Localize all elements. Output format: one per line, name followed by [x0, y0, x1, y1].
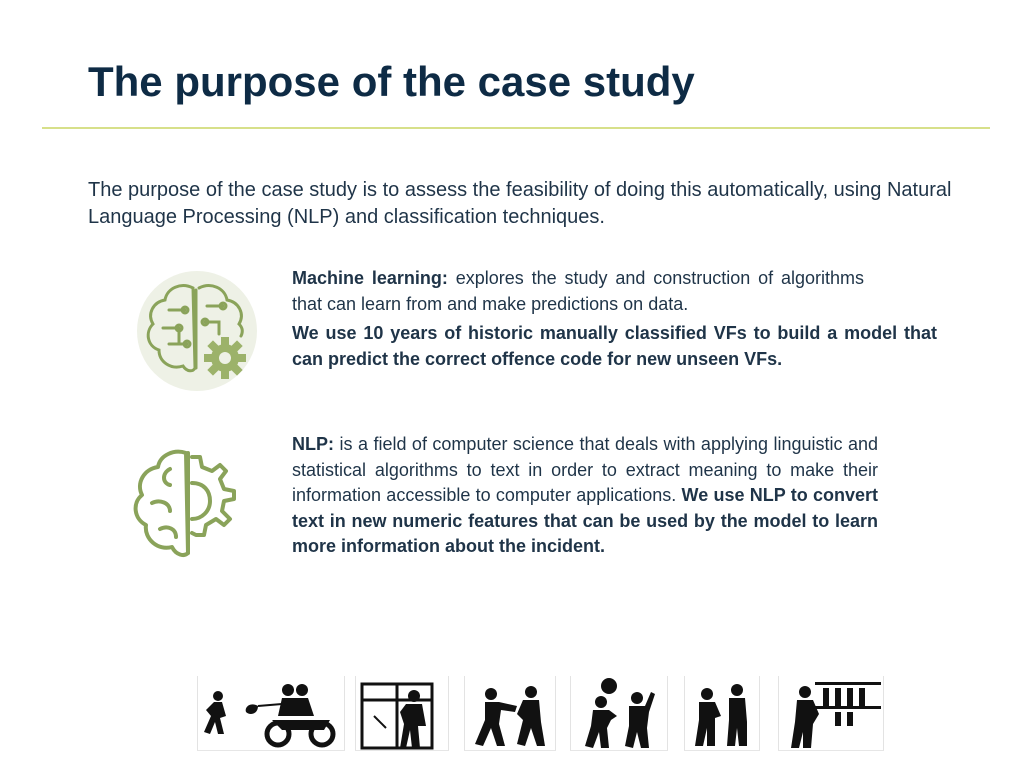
brain-gear-icon [133, 270, 261, 392]
nlp-block: NLP: is a field of computer science that… [292, 432, 878, 560]
bag-snatch-motorbike-icon [197, 676, 345, 751]
nlp-usage: We use NLP to convert text in new numeri… [292, 485, 878, 556]
burglary-window-icon [355, 676, 449, 751]
ml-term: Machine learning: [292, 268, 448, 288]
shoplifting-bottles-icon [778, 676, 884, 751]
nlp-term: NLP: [292, 434, 334, 454]
robbery-money-icon [570, 676, 668, 751]
intro-text: The purpose of the case study is to asse… [88, 179, 952, 228]
assault-fight-icon [464, 676, 556, 751]
ml-definition-text: explores the study and construction of a… [292, 268, 864, 314]
ml-definition: Machine learning: explores the study and… [292, 266, 864, 317]
brain-cog-icon [130, 447, 252, 561]
slide-title: The purpose of the case study [88, 58, 695, 105]
machine-learning-block: Machine learning: explores the study and… [292, 266, 937, 372]
pickpocket-icon [684, 676, 760, 751]
title-divider [42, 127, 990, 129]
nlp-definition-text: is a field of computer science that deal… [292, 434, 878, 505]
ml-usage: We use 10 years of historic manually cla… [292, 323, 937, 369]
nlp-paragraph: NLP: is a field of computer science that… [292, 432, 878, 560]
